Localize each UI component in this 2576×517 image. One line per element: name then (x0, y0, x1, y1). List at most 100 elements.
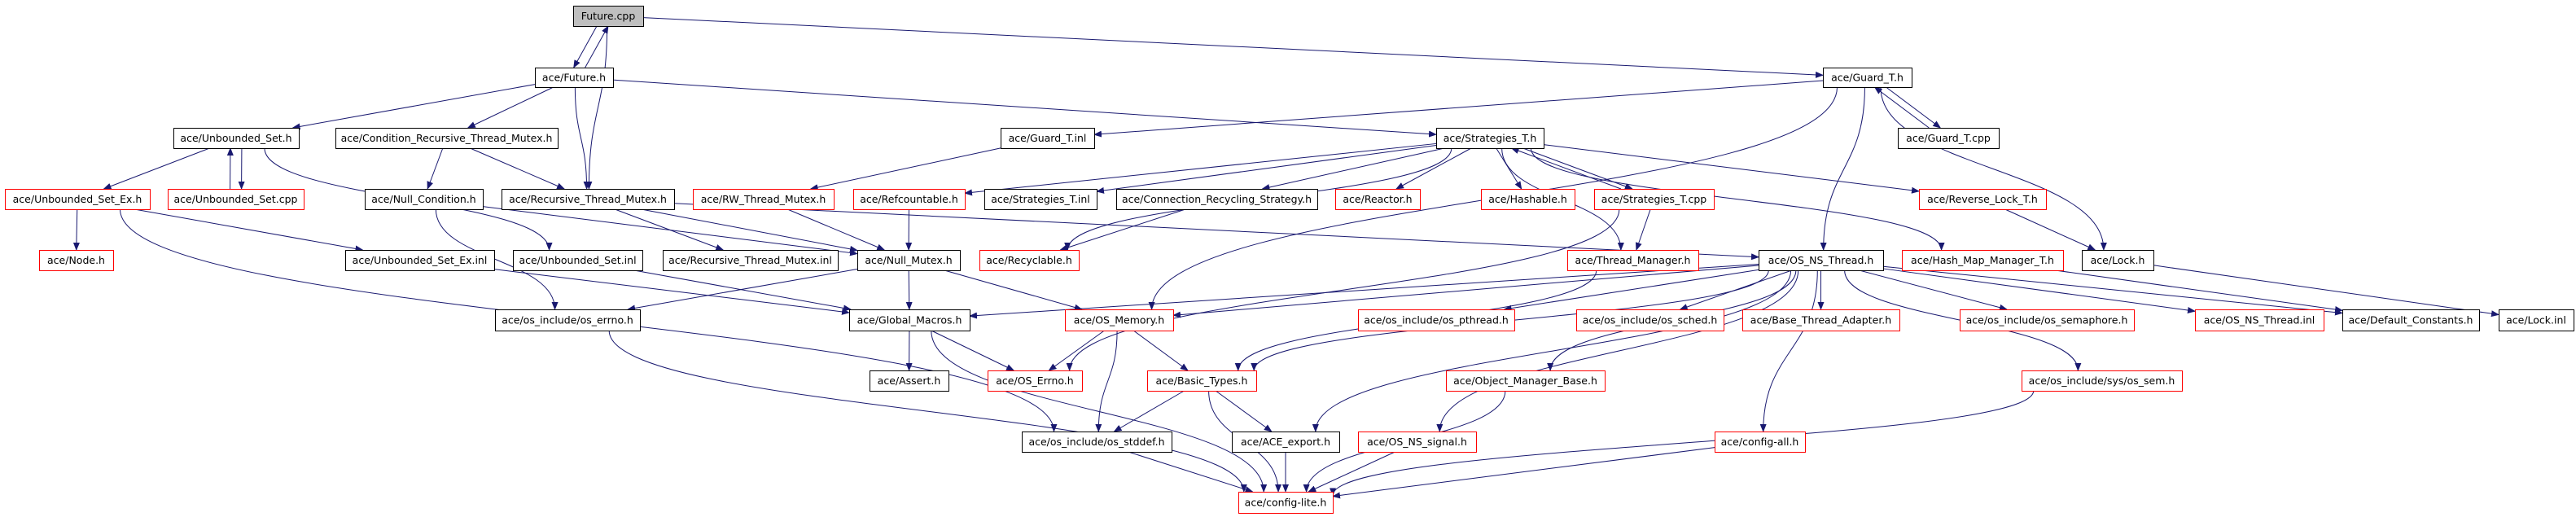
node-reactor-h[interactable]: ace/Reactor.h (1335, 189, 1421, 210)
node-guard-t-inl[interactable]: ace/Guard_T.inl (1001, 128, 1095, 149)
node-unbounded-set-h[interactable]: ace/Unbounded_Set.h (173, 128, 300, 149)
node-conn-recycling-strategy-h[interactable]: ace/Connection_Recycling_Strategy.h (1116, 189, 1318, 210)
edge-strategies_t_cpp-to-thread_manager_h (1635, 208, 1651, 251)
node-future-cpp: Future.cpp (573, 6, 644, 27)
node-config-all-h[interactable]: ace/config-all.h (1715, 432, 1806, 453)
node-os-ns-thread-inl[interactable]: ace/OS_NS_Thread.inl (2195, 309, 2324, 331)
node-os-ns-signal-h[interactable]: ace/OS_NS_signal.h (1358, 432, 1477, 453)
node-box (513, 250, 643, 271)
node-recyclable-h[interactable]: ace/Recyclable.h (979, 250, 1080, 271)
node-label: ace/Guard_T.h (1831, 72, 1904, 84)
node-box (1823, 68, 1912, 88)
node-null-mutex-h[interactable]: ace/Null_Mutex.h (857, 250, 961, 271)
edge-future_cpp-to-rec_thread_mutex_h (585, 25, 608, 190)
node-box (853, 189, 966, 210)
node-box (1960, 309, 2135, 331)
node-label: ace/Unbounded_Set_Ex.inl (353, 254, 488, 266)
node-rec-thread-mutex-inl[interactable]: ace/Recursive_Thread_Mutex.inl (663, 250, 839, 271)
node-unbounded-set-inl[interactable]: ace/Unbounded_Set.inl (513, 250, 643, 271)
node-box (1594, 189, 1715, 210)
node-os-stddef-h[interactable]: ace/os_include/os_stddef.h (1022, 432, 1172, 453)
node-box (1001, 128, 1095, 149)
node-strategies-t-h[interactable]: ace/Strategies_T.h (1436, 128, 1544, 149)
node-basic-types-h[interactable]: ace/Basic_Types.h (1147, 370, 1257, 392)
edge-future_cpp-to-future_h (573, 25, 598, 68)
node-box (693, 189, 835, 210)
node-strategies-t-inl[interactable]: ace/Strategies_T.inl (984, 189, 1097, 210)
node-box (502, 189, 675, 210)
node-thread-manager-h[interactable]: ace/Thread_Manager.h (1567, 250, 1699, 271)
node-label: ace/OS_Memory.h (1074, 314, 1164, 326)
node-os-memory-h[interactable]: ace/OS_Memory.h (1065, 309, 1174, 331)
node-os-sched-h[interactable]: ace/os_include/os_sched.h (1576, 309, 1724, 331)
node-label: ace/os_include/os_stddef.h (1028, 436, 1164, 448)
edge-global_macros_h-to-config_lite_h (931, 330, 1268, 493)
node-label: ace/Lock.h (2091, 254, 2145, 266)
node-box (1335, 189, 1421, 210)
node-ace-export-h[interactable]: ace/ACE_export.h (1232, 432, 1340, 453)
node-hashable-h[interactable]: ace/Hashable.h (1481, 189, 1575, 210)
edge-os_ns_thread_h-to-global_macros_h (969, 264, 1759, 319)
edge-unbounded_set_inl-to-global_macros_h (633, 269, 852, 312)
node-null-condition-h[interactable]: ace/Null_Condition.h (365, 189, 484, 210)
edge-guard_t_h-to-guard_t_cpp (1886, 86, 1942, 129)
node-guard-t-h[interactable]: ace/Guard_T.h (1823, 68, 1912, 88)
node-base-thread-adapter-h[interactable]: ace/Base_Thread_Adapter.h (1742, 309, 1900, 331)
node-label: ace/config-all.h (1721, 436, 1799, 448)
edge-strategies_t_h-to-refcountable_h (964, 142, 1437, 196)
edge-rec_thread_mutex_h-to-null_mutex_h (641, 208, 858, 252)
node-rec-thread-mutex-h[interactable]: ace/Recursive_Thread_Mutex.h (502, 189, 675, 210)
node-config-lite-h[interactable]: ace/config-lite.h (1238, 492, 1334, 514)
node-assert-h[interactable]: ace/Assert.h (870, 370, 949, 392)
edge-reverse_lock_t_h-to-lock_h (2004, 208, 2096, 251)
node-box (1898, 128, 2000, 149)
node-box (5, 189, 151, 210)
node-label: ace/Unbounded_Set_Ex.h (13, 193, 142, 205)
node-hash-map-manager-t-h[interactable]: ace/Hash_Map_Manager_T.h (1902, 250, 2064, 271)
node-box (335, 128, 559, 149)
node-box (2022, 370, 2183, 392)
node-box (1065, 309, 1174, 331)
node-os-errno-upper-h[interactable]: ace/OS_Errno.h (988, 370, 1083, 392)
node-guard-t-cpp[interactable]: ace/Guard_T.cpp (1898, 128, 2000, 149)
node-node-h[interactable]: ace/Node.h (39, 250, 114, 271)
edge-rw_thread_mutex_h-to-null_mutex_h (787, 208, 886, 251)
node-strategies-t-cpp[interactable]: ace/Strategies_T.cpp (1594, 189, 1715, 210)
node-label: ace/Lock.inl (2506, 314, 2566, 326)
node-unbounded-set-ex-inl[interactable]: ace/Unbounded_Set_Ex.inl (345, 250, 495, 271)
node-unbounded-set-ex-h[interactable]: ace/Unbounded_Set_Ex.h (5, 189, 151, 210)
node-future-h[interactable]: ace/Future.h (535, 68, 614, 88)
node-label: ace/RW_Thread_Mutex.h (701, 193, 826, 205)
node-os-pthread-h[interactable]: ace/os_include/os_pthread.h (1358, 309, 1515, 331)
node-label: ace/Null_Condition.h (371, 193, 475, 205)
edge-strategies_t_h-to-reactor_h (1395, 147, 1472, 190)
node-global-macros-h[interactable]: ace/Global_Macros.h (849, 309, 970, 331)
node-label: ace/os_include/os_sched.h (1583, 314, 1718, 326)
node-label: ace/Reactor.h (1343, 193, 1412, 205)
node-lock-h[interactable]: ace/Lock.h (2082, 250, 2154, 271)
edge-cond_rec_thread_mutex_h-to-null_condition_h (427, 147, 444, 190)
node-refcountable-h[interactable]: ace/Refcountable.h (853, 189, 966, 210)
node-os-sem-h[interactable]: ace/os_include/sys/os_sem.h (2022, 370, 2183, 392)
node-os-ns-thread-h[interactable]: ace/OS_NS_Thread.h (1759, 250, 1884, 271)
node-lock-inl[interactable]: ace/Lock.inl (2499, 309, 2574, 331)
node-box (1759, 250, 1884, 271)
node-cond-rec-thread-mutex-h[interactable]: ace/Condition_Recursive_Thread_Mutex.h (335, 128, 559, 149)
node-box (1238, 492, 1334, 514)
node-os-errno-h[interactable]: ace/os_include/os_errno.h (495, 309, 641, 331)
node-default-constants-h[interactable]: ace/Default_Constants.h (2342, 309, 2480, 331)
node-box (535, 68, 614, 88)
edge-guard_t_cpp-to-guard_t_h (1873, 86, 1930, 129)
edge-strategies_t_h-to-hash_map_manager_t_h (1530, 147, 1945, 251)
node-rw-thread-mutex-h[interactable]: ace/RW_Thread_Mutex.h (693, 189, 835, 210)
node-label: ace/Hash_Map_Manager_T.h (1911, 254, 2054, 266)
edge-guard_t_h-to-os_ns_thread_h (1820, 86, 1865, 251)
node-label: ace/Base_Thread_Adapter.h (1750, 314, 1891, 326)
node-label: ace/Basic_Types.h (1156, 375, 1248, 387)
node-object-manager-base-h[interactable]: ace/Object_Manager_Base.h (1446, 370, 1606, 392)
node-label: ace/Guard_T.cpp (1906, 132, 1991, 144)
node-os-semaphore-h[interactable]: ace/os_include/os_semaphore.h (1960, 309, 2135, 331)
node-label: ace/Unbounded_Set.h (180, 132, 291, 144)
node-unbounded-set-cpp[interactable]: ace/Unbounded_Set.cpp (168, 189, 304, 210)
node-reverse-lock-t-h[interactable]: ace/Reverse_Lock_T.h (1919, 189, 2047, 210)
